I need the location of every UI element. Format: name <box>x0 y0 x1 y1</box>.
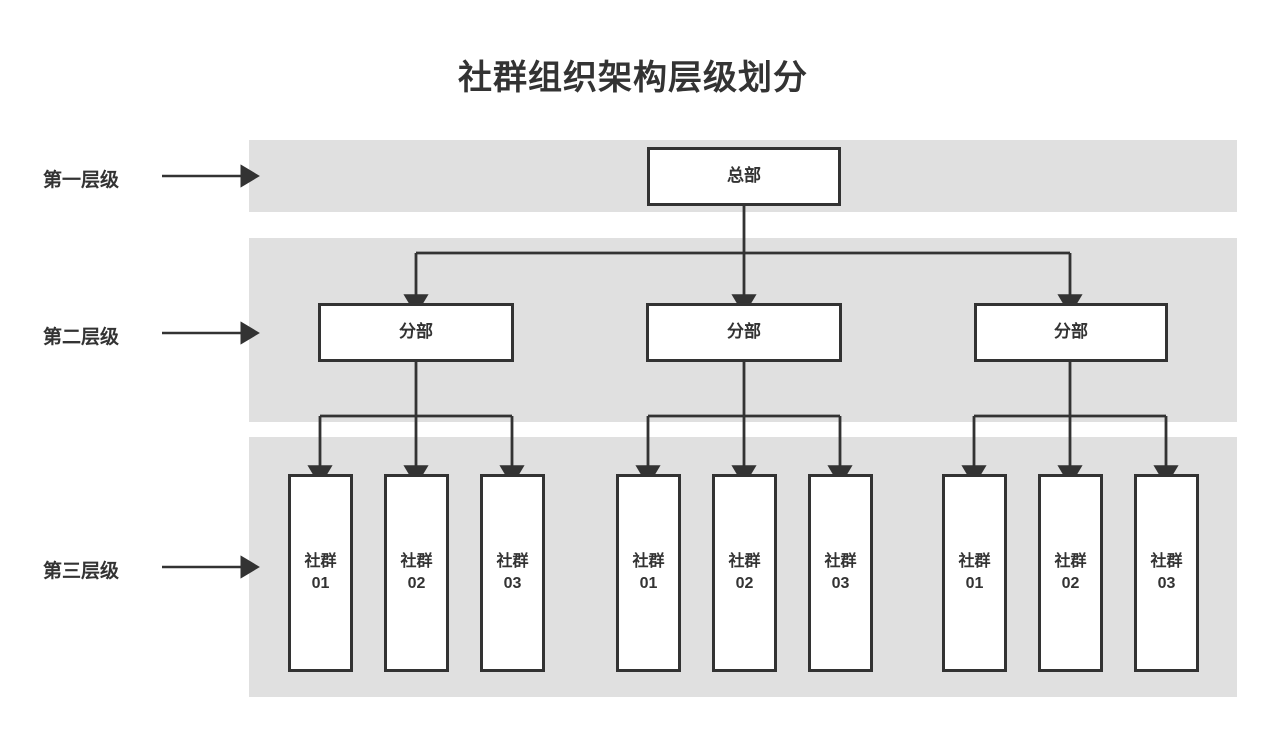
node-community-1-1-line2: 01 <box>311 575 330 592</box>
node-community-1-1-line1: 社群 <box>304 553 337 571</box>
node-branch-3[interactable]: 分部 <box>974 303 1168 362</box>
node-branch-3-label: 分部 <box>1054 322 1088 342</box>
node-community-2-3-line1: 社群 <box>824 553 857 571</box>
page-title: 社群组织架构层级划分 <box>458 59 808 97</box>
node-community-2-2-line2: 02 <box>735 575 754 592</box>
node-community-1-2[interactable]: 社群 02 <box>384 474 449 672</box>
node-community-2-1[interactable]: 社群 01 <box>616 474 681 672</box>
node-community-2-3[interactable]: 社群 03 <box>808 474 873 672</box>
node-community-2-3-line2: 03 <box>831 575 850 592</box>
node-community-3-1-line2: 01 <box>965 575 984 592</box>
node-community-3-2[interactable]: 社群 02 <box>1038 474 1103 672</box>
node-branch-1-label: 分部 <box>399 322 433 342</box>
level-label-1: 第一层级 <box>43 170 120 191</box>
level-label-2: 第二层级 <box>43 327 120 348</box>
node-community-2-2-line1: 社群 <box>728 553 761 571</box>
node-branch-2[interactable]: 分部 <box>646 303 842 362</box>
node-community-1-2-line1: 社群 <box>400 553 433 571</box>
node-community-1-3-line1: 社群 <box>496 553 529 571</box>
node-community-1-3[interactable]: 社群 03 <box>480 474 545 672</box>
node-community-3-2-line1: 社群 <box>1054 553 1087 571</box>
node-community-1-1[interactable]: 社群 01 <box>288 474 353 672</box>
node-community-3-3-line1: 社群 <box>1150 553 1183 571</box>
node-headquarters-label: 总部 <box>727 166 761 186</box>
node-headquarters[interactable]: 总部 <box>647 147 841 206</box>
level-label-3: 第三层级 <box>43 561 120 582</box>
node-community-3-2-line2: 02 <box>1061 575 1080 592</box>
node-community-3-3[interactable]: 社群 03 <box>1134 474 1199 672</box>
node-community-2-2[interactable]: 社群 02 <box>712 474 777 672</box>
node-community-3-1-line1: 社群 <box>958 553 991 571</box>
node-community-1-2-line2: 02 <box>407 575 426 592</box>
node-community-1-3-line2: 03 <box>503 575 522 592</box>
node-community-3-1[interactable]: 社群 01 <box>942 474 1007 672</box>
node-community-2-1-line1: 社群 <box>632 553 665 571</box>
node-branch-2-label: 分部 <box>727 322 761 342</box>
node-branch-1[interactable]: 分部 <box>318 303 514 362</box>
node-community-3-3-line2: 03 <box>1157 575 1176 592</box>
node-community-2-1-line2: 01 <box>639 575 658 592</box>
